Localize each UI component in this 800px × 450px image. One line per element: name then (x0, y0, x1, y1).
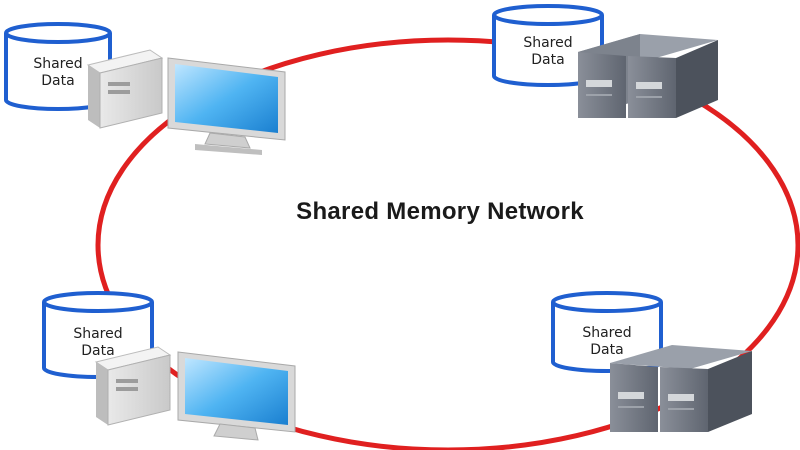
shared-data-label: Shared Data (44, 326, 152, 360)
shared-data-label: Shared Data (494, 35, 602, 69)
shared-data-label-line2: Data (41, 73, 75, 89)
server-rack-icon (610, 345, 752, 432)
node-server-top-right (492, 4, 718, 118)
desktop-computer-icon (86, 49, 286, 155)
shared-data-label-line2: Data (531, 52, 565, 68)
shared-data-label-line2: Data (81, 343, 115, 359)
node-server-bottom-right (551, 291, 752, 432)
shared-data-cylinder (4, 22, 112, 111)
node-desktop-top-left (4, 22, 286, 155)
network-ring (95, 37, 800, 450)
diagram-title: Shared Memory Network (296, 198, 584, 225)
server-rack-icon (578, 34, 718, 118)
shared-data-label-line1: Shared (523, 35, 573, 51)
shared-data-label-line1: Shared (73, 326, 123, 342)
shared-data-label-line1: Shared (582, 325, 632, 341)
shared-data-label-line1: Shared (33, 56, 83, 72)
shared-data-label: Shared Data (6, 56, 110, 90)
node-desktop-bottom-left (42, 291, 296, 441)
shared-data-label-line2: Data (590, 342, 624, 358)
shared-data-label: Shared Data (553, 325, 661, 359)
desktop-computer-icon (94, 346, 296, 441)
